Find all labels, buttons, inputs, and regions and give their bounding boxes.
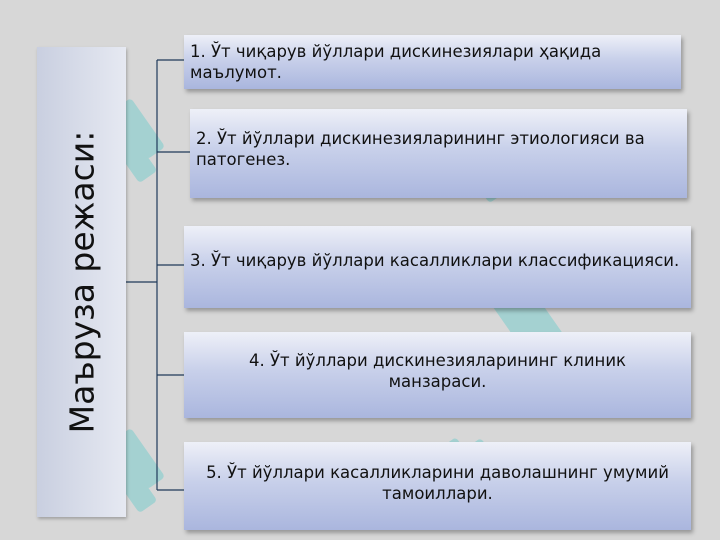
plan-item-4: 4. Ўт йўллари дискинезияларининг клиник … xyxy=(184,332,691,418)
plan-item-2: 2. Ўт йўллари дискинезияларининг этиолог… xyxy=(190,109,687,198)
plan-item-3: 3. Ўт чиқарув йўллари касалликлари класс… xyxy=(184,226,691,308)
lecture-plan-title: Маъруза режаси: xyxy=(62,130,102,434)
plan-item-2-text: 2. Ўт йўллари дискинезияларининг этиолог… xyxy=(196,128,645,169)
plan-item-4-text: 4. Ўт йўллари дискинезияларининг клиник … xyxy=(248,351,627,391)
plan-item-1: 1. Ўт чиқарув йўллари дискинезиялари ҳақ… xyxy=(184,35,681,89)
plan-item-3-text: 3. Ўт чиқарув йўллари касалликлари класс… xyxy=(190,250,680,270)
lecture-plan-title-box xyxy=(37,47,126,517)
plan-item-1-text: 1. Ўт чиқарув йўллари дискинезиялари ҳақ… xyxy=(190,42,602,82)
plan-item-5-text: 5. Ўт йўллари касалликларини даволашнинг… xyxy=(206,463,669,503)
plan-item-5: 5. Ўт йўллари касалликларини даволашнинг… xyxy=(184,442,691,530)
